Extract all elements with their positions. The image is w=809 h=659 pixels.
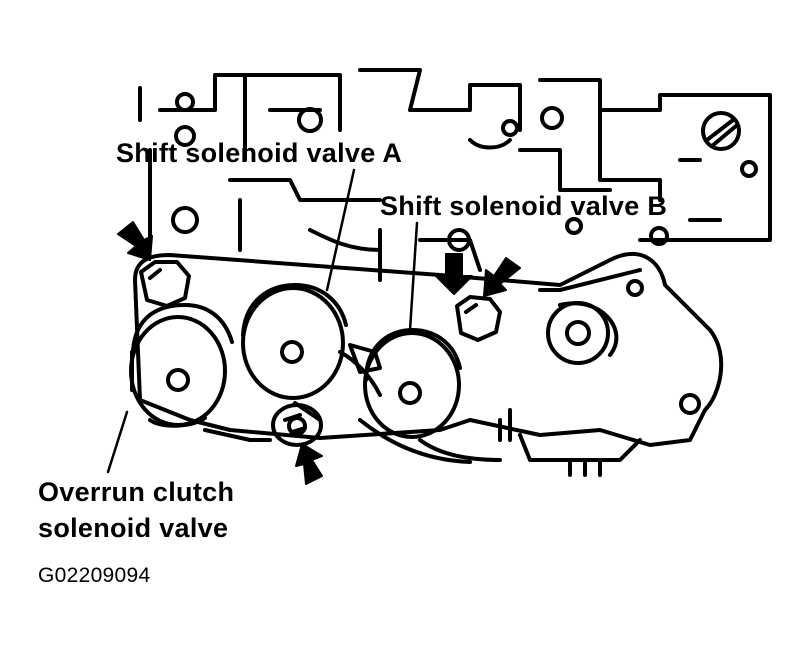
bolt-bottom bbox=[271, 403, 323, 447]
shift-solenoid-b bbox=[348, 328, 462, 439]
leader-lines bbox=[106, 168, 419, 474]
label-shift-solenoid-b: Shift solenoid valve B bbox=[380, 191, 668, 221]
arrow-icon bbox=[483, 257, 521, 297]
arrow-icon bbox=[435, 253, 473, 295]
leader-shift-b bbox=[408, 221, 419, 332]
arrow-icon bbox=[117, 221, 153, 261]
leader-overrun bbox=[106, 410, 129, 474]
shift-solenoid-a bbox=[241, 283, 348, 400]
label-overrun-line2: solenoid valve bbox=[38, 513, 229, 543]
arrow-icon bbox=[295, 443, 323, 485]
figure-code: G02209094 bbox=[38, 564, 151, 587]
mounting-bracket bbox=[133, 252, 724, 477]
overrun-clutch-solenoid bbox=[129, 303, 234, 428]
leader-shift-a bbox=[325, 168, 356, 292]
wiring-harness bbox=[203, 350, 472, 464]
label-shift-solenoid-a: Shift solenoid valve A bbox=[116, 138, 403, 168]
label-overrun-line1: Overrun clutch bbox=[38, 477, 235, 507]
valve-body-casting bbox=[138, 68, 772, 282]
bolt-left bbox=[139, 260, 191, 308]
bolt-right bbox=[455, 295, 502, 342]
